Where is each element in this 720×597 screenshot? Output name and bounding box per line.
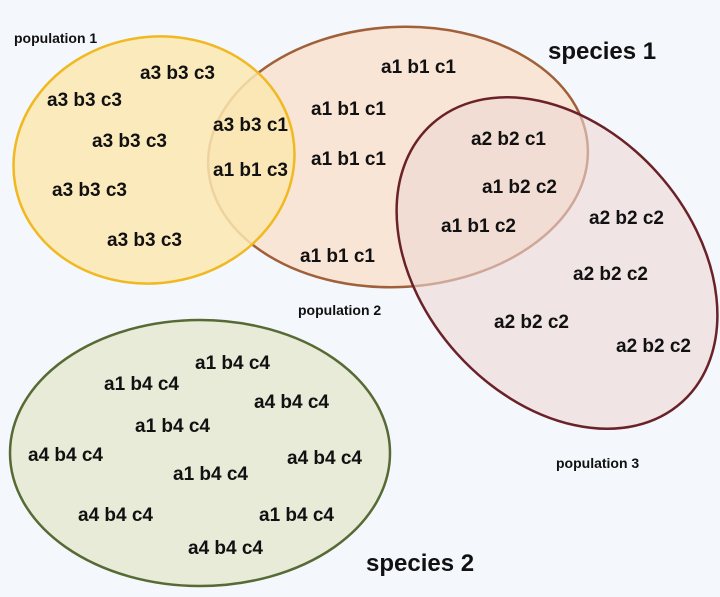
species-2-genotype: a4 b4 c4 <box>28 445 103 466</box>
species-2-genotype: a4 b4 c4 <box>254 392 329 413</box>
population-1-2-overlap-genotype: a1 b1 c3 <box>213 160 288 181</box>
species-2-genotype: a1 b4 c4 <box>259 505 334 526</box>
population-1-genotype: a3 b3 c3 <box>47 90 122 111</box>
population-1-genotype: a3 b3 c3 <box>52 180 127 201</box>
population-2-label: population 2 <box>298 302 382 318</box>
species-2-genotype: a1 b4 c4 <box>104 374 179 395</box>
population-3-label: population 3 <box>556 455 640 471</box>
population-2-genotype: a1 b1 c1 <box>311 99 386 120</box>
species-2-genotype: a1 b4 c4 <box>135 416 210 437</box>
population-1-genotype: a3 b3 c3 <box>107 230 182 251</box>
population-3-ellipse <box>395 96 719 430</box>
population-1-2-overlap-genotype: a3 b3 c1 <box>213 115 288 136</box>
population-3-genotype: a2 b2 c2 <box>616 336 691 357</box>
population-3-genotype: a2 b2 c2 <box>573 264 648 285</box>
population-1-genotype: a3 b3 c3 <box>140 63 215 84</box>
species-2-genotype: a1 b4 c4 <box>173 464 248 485</box>
population-2-3-overlap-genotype: a2 b2 c1 <box>471 129 546 150</box>
population-2-3-overlap-genotype: a1 b2 c2 <box>482 177 557 198</box>
species-2-label: species 2 <box>366 550 475 577</box>
population-2-genotype: a1 b1 c1 <box>381 57 456 78</box>
population-3-genotype: a2 b2 c2 <box>589 208 664 229</box>
population-3-genotype: a2 b2 c2 <box>494 312 569 333</box>
species-1-label: species 1 <box>548 38 657 65</box>
population-2-genotype: a1 b1 c1 <box>311 149 386 170</box>
population-1-genotype: a3 b3 c3 <box>92 131 167 152</box>
species-2-ellipse <box>8 318 392 588</box>
population-1-label: population 1 <box>14 30 98 46</box>
species-2-genotype: a1 b4 c4 <box>195 353 270 374</box>
population-2-genotype: a1 b1 c1 <box>300 246 375 267</box>
species-2-genotype: a4 b4 c4 <box>78 505 153 526</box>
species-2-genotype: a4 b4 c4 <box>287 448 362 469</box>
population-2-3-overlap-genotype: a1 b1 c2 <box>441 216 516 237</box>
population-1-ellipse <box>12 35 296 285</box>
species-2-genotype: a4 b4 c4 <box>188 538 263 559</box>
